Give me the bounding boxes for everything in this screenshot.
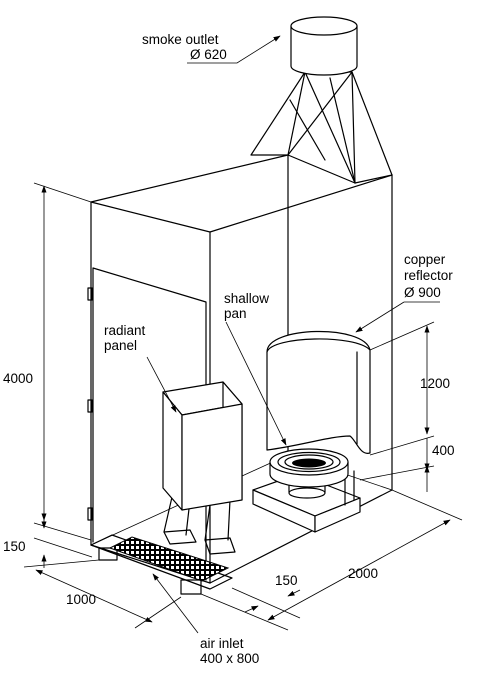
dim-height: 4000 <box>3 371 33 386</box>
dimension-lines <box>23 182 463 631</box>
labels: smoke outlet Ø 620 copper reflector Ø 90… <box>104 32 453 666</box>
air-inlet-grate <box>108 536 230 582</box>
leader-lines <box>146 35 440 634</box>
label-radiant-panel-1: radiant <box>104 323 146 338</box>
shallow-pan <box>269 448 349 499</box>
label-air-inlet: air inlet <box>200 636 244 651</box>
label-shallow-pan-1: shallow <box>224 291 269 306</box>
label-copper-reflector-2: reflector <box>404 268 453 283</box>
dim-floor-gap-bottom: 150 <box>275 573 298 588</box>
floor-platform <box>90 534 233 595</box>
dim-reflector-height: 1200 <box>420 376 450 391</box>
smoke-hood <box>250 71 393 184</box>
copper-reflector <box>266 330 371 454</box>
label-smoke-outlet-dim: Ø 620 <box>190 47 227 62</box>
dim-pan-base-height: 400 <box>432 443 455 458</box>
label-copper-reflector-dim: Ø 900 <box>404 285 441 300</box>
smoke-outlet-duct <box>290 16 358 76</box>
dim-depth: 1000 <box>66 592 96 607</box>
label-air-inlet-dim: 400 x 800 <box>200 651 259 666</box>
label-smoke-outlet: smoke outlet <box>142 32 219 47</box>
dim-length: 2000 <box>348 566 378 581</box>
dimension-values: 4000 1200 400 150 1000 150 2000 <box>3 371 455 607</box>
label-copper-reflector-1: copper <box>404 252 446 267</box>
radiant-panel <box>162 381 243 555</box>
label-shallow-pan-2: pan <box>224 306 247 321</box>
dim-floor-gap-left: 150 <box>3 539 26 554</box>
label-radiant-panel-2: panel <box>104 338 137 353</box>
